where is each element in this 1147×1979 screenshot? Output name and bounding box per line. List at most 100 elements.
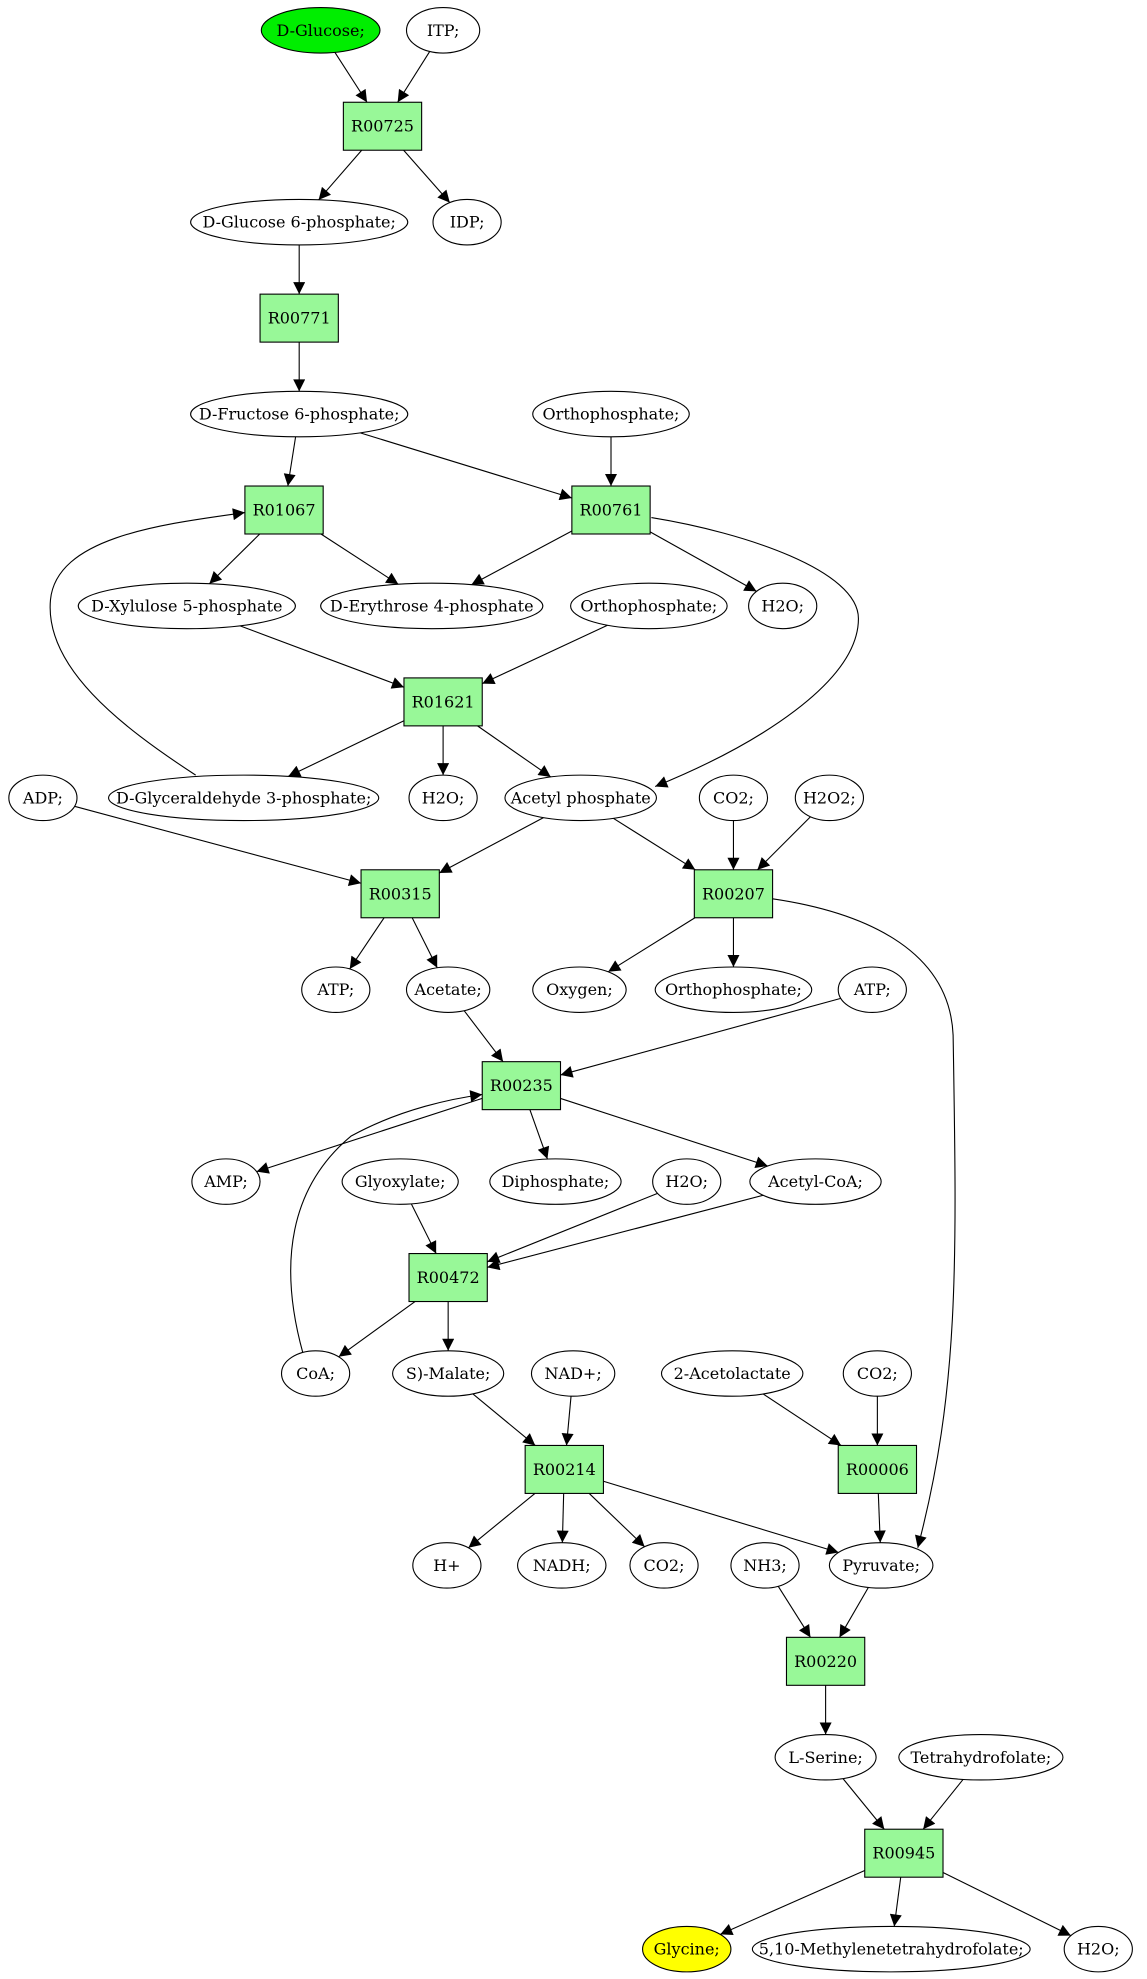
metabolite-ellipse [749, 1158, 882, 1205]
metabolite-ellipse [405, 966, 491, 1013]
metabolite-node-g3p: D-Glyceraldehyde 3-phosphate; [108, 774, 380, 822]
metabolite-ellipse [108, 774, 380, 822]
node-label: H2O; [761, 596, 804, 615]
reaction-box [244, 485, 324, 535]
reaction-node-r00214: R00214 [524, 1444, 604, 1494]
metabolite-ellipse [652, 1158, 722, 1205]
node-label: IDP; [450, 213, 485, 232]
edge-acetolactate-to-r00006 [762, 1393, 842, 1446]
edge-f6p-to-r00761 [360, 432, 573, 501]
metabolite-node-adp: ADP; [8, 774, 78, 822]
metabolite-node-itp: ITP; [405, 7, 481, 54]
edge-r00761-to-h2o_1 [649, 531, 757, 592]
node-label: Tetrahydrofolate; [910, 1748, 1051, 1767]
reaction-box [864, 1828, 944, 1878]
node-label: Acetate; [414, 980, 482, 999]
node-label: Acetyl-CoA; [767, 1172, 863, 1191]
node-label: ITP; [427, 21, 460, 40]
reaction-box [360, 869, 440, 919]
metabolite-ellipse [532, 966, 627, 1013]
metabolite-node-h2o2: H2O2; [794, 774, 865, 822]
edge-r01067-to-xylulose5p [208, 533, 261, 585]
node-label: R00725 [351, 117, 414, 136]
metabolite-node-thf: Tetrahydrofolate; [898, 1733, 1064, 1781]
edge-nadplus-to-r00214 [561, 1396, 574, 1446]
node-label: Glyoxylate; [355, 1172, 446, 1191]
edge-xylulose5p-to-r01621 [239, 625, 405, 689]
metabolite-ellipse [730, 1542, 800, 1589]
node-label: R00006 [846, 1460, 909, 1479]
metabolite-node-nadplus: NAD+; [530, 1350, 616, 1397]
metabolite-node-atp1: ATP; [301, 966, 371, 1013]
edge-glyoxylate-to-r00472 [410, 1203, 437, 1254]
node-label: NH3; [743, 1556, 787, 1575]
metabolite-node-glyoxylate: Glyoxylate; [341, 1158, 459, 1205]
reaction-box [524, 1444, 604, 1494]
node-label: Orthophosphate; [543, 405, 680, 424]
edge-r00214-to-hplus [468, 1492, 536, 1549]
edge-malate-to-r00214 [472, 1393, 536, 1446]
metabolite-node-acetolactate: 2-Acetolactate [660, 1350, 804, 1397]
node-label: R00235 [490, 1076, 553, 1095]
node-label: Pyruvate; [842, 1556, 920, 1575]
edge-r00207-to-pyruvate [772, 898, 956, 1548]
edge-g3p-to-r01067 [49, 508, 245, 776]
edge-orthophosphate2-to-r01621 [482, 624, 608, 685]
reaction-box [693, 869, 774, 919]
edge-r00945-to-methylenethf [889, 1877, 902, 1927]
metabolite-node-oxygen: Oxygen; [532, 966, 627, 1013]
node-label: R00207 [702, 884, 765, 903]
metabolite-ellipse [260, 7, 381, 54]
node-label: NAD+; [545, 1364, 602, 1383]
metabolite-ellipse [629, 1542, 699, 1589]
metabolite-node-malate: S)-Malate; [392, 1350, 505, 1397]
metabolite-node-hplus: H+ [412, 1542, 482, 1589]
metabolite-ellipse [517, 1542, 607, 1589]
edge-r00207-to-oxygen [607, 917, 696, 973]
node-label: H+ [433, 1556, 460, 1575]
edge-r00235-to-diphosphate [529, 1109, 550, 1160]
metabolite-node-idp: IDP; [432, 198, 502, 246]
metabolite-ellipse [751, 1925, 1031, 1973]
edge-glucose-to-r00725 [334, 52, 368, 103]
node-label: ATP; [853, 980, 891, 999]
node-label: R00220 [794, 1652, 857, 1671]
metabolite-node-erythrose4p: D-Erythrose 4-phosphate [320, 582, 544, 630]
node-label: R00945 [872, 1844, 935, 1863]
edge-r00214-to-co2_3 [588, 1493, 645, 1548]
edge-r00235-to-acetylcoa [560, 1097, 768, 1169]
edge-r00945-to-glycine [720, 1869, 865, 1935]
metabolite-node-orthophosphate1: Orthophosphate; [532, 390, 690, 438]
metabolite-ellipse [898, 1733, 1064, 1781]
metabolite-node-orthophosphate2: Orthophosphate; [570, 582, 728, 630]
edge-r00235-to-amp [256, 1097, 483, 1174]
edge-acetate-to-r00235 [463, 1010, 504, 1063]
metabolite-ellipse [828, 1542, 934, 1589]
metabolite-node-amp: AMP; [191, 1158, 261, 1205]
edge-r00761-to-erythrose4p [471, 530, 573, 586]
reaction-node-r00220: R00220 [785, 1636, 866, 1686]
metabolite-node-f6p: D-Fructose 6-phosphate; [190, 390, 409, 438]
reaction-node-r00761: R00761 [571, 485, 651, 535]
metabolite-ellipse [341, 1158, 459, 1205]
edge-r00315-to-atp1 [349, 917, 385, 970]
node-label: ATP; [316, 980, 354, 999]
metabolite-ellipse [489, 1158, 622, 1205]
edge-lserine-to-r00945 [842, 1778, 885, 1830]
node-label: D-Xylulose 5-phosphate [91, 596, 282, 615]
metabolite-node-h2o_4: H2O; [1063, 1925, 1133, 1973]
node-label: Orthophosphate; [580, 596, 717, 615]
edge-r00725-to-idp [403, 149, 451, 203]
node-label: H2O; [422, 788, 465, 807]
metabolite-node-orthophosphate3: Orthophosphate; [654, 966, 813, 1013]
metabolite-node-acetylp: Acetyl phosphate [504, 774, 657, 822]
metabolite-ellipse [301, 966, 371, 1013]
node-label: 2-Acetolactate [674, 1364, 791, 1383]
metabolite-node-h2o_2: H2O; [408, 774, 478, 822]
metabolite-node-coa: CoA; [280, 1350, 351, 1397]
node-label: Acetyl phosphate [510, 788, 651, 807]
reaction-box [408, 1253, 488, 1303]
node-label: Oxygen; [546, 980, 613, 999]
